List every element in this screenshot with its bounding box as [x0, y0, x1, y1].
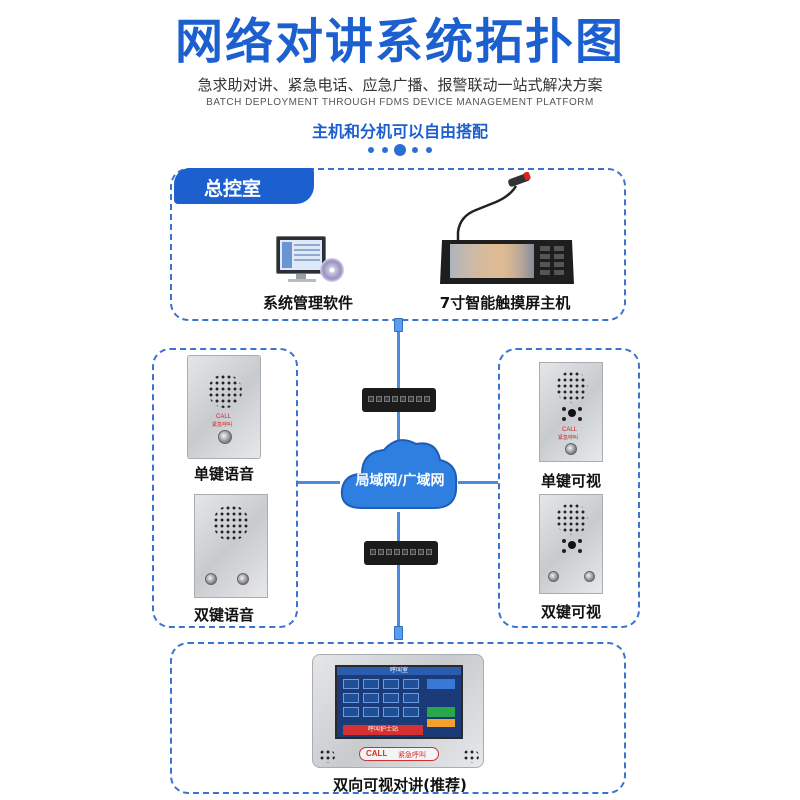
screen-tile[interactable] — [343, 679, 359, 689]
two-way-video-intercom-terminal: 呼叫室 呼叫护士站 CALL 紧急呼叫 — [312, 654, 484, 768]
call-text-cn: 紧急呼叫 — [558, 435, 579, 441]
page-subtitle: 急求助对讲、紧急电话、应急广播、报警联动一站式解决方案 — [197, 76, 603, 94]
uplink-cable — [397, 320, 400, 392]
camera-icon — [568, 409, 576, 417]
nurse-call-button[interactable]: 呼叫护士站 — [343, 725, 423, 735]
single-key-video-label: 单键可视 — [540, 472, 601, 490]
double-key-video-label: 双键可视 — [540, 603, 601, 621]
double-key-voice-terminal — [194, 494, 268, 598]
call-button-left[interactable] — [548, 571, 559, 582]
double-key-voice-label: 双键语音 — [193, 606, 254, 624]
call-text: CALL — [562, 427, 578, 433]
downlink-cable — [397, 565, 400, 640]
cloud-to-left-cable — [298, 481, 340, 484]
bottom-terminal-panel — [170, 642, 626, 794]
network-switch-top — [362, 388, 436, 412]
double-key-video-terminal — [539, 494, 603, 594]
network-switch-bottom — [364, 541, 438, 565]
network-cloud-label: 局域网/广域网 — [355, 473, 445, 489]
call-button-right[interactable] — [237, 573, 249, 585]
single-key-video-terminal: CALL 紧急呼叫 — [539, 362, 603, 462]
screen-tile[interactable] — [363, 693, 379, 703]
screen-tile[interactable] — [383, 693, 399, 703]
cloud-to-right-cable — [458, 481, 498, 484]
call-text-cn: 紧急呼叫 — [398, 751, 426, 759]
call-text-cn: 紧急呼叫 — [212, 422, 233, 428]
call-button[interactable] — [565, 443, 577, 455]
management-software-icon — [268, 232, 348, 292]
call-text: CALL — [366, 749, 388, 758]
screen-tile[interactable] — [403, 679, 419, 689]
screen-tile[interactable] — [343, 693, 359, 703]
control-room-tag: 总控室 — [174, 168, 314, 204]
screen-tile[interactable] — [403, 693, 419, 703]
call-emergency-button[interactable]: CALL 紧急呼叫 — [359, 747, 439, 761]
cloud-to-switch-cable — [397, 512, 400, 542]
switch-to-cloud-cable — [397, 410, 400, 440]
side-panel-green[interactable] — [427, 707, 455, 717]
page-subtitle-english: BATCH DEPLOYMENT THROUGH FDMS DEVICE MAN… — [206, 97, 594, 108]
rj45-connector-icon — [394, 318, 403, 332]
camera-icon — [568, 541, 576, 549]
side-panel-blue[interactable] — [427, 679, 455, 689]
right-terminal-panel — [498, 348, 640, 628]
call-button-right[interactable] — [584, 571, 595, 582]
page-title: 网络对讲系统拓扑图 — [174, 14, 625, 70]
two-way-video-intercom-label: 双向可视对讲(推荐) — [333, 776, 467, 794]
network-cloud-icon — [336, 430, 462, 522]
host-label: 7寸智能触摸屏主机 — [439, 294, 571, 312]
software-label: 系统管理软件 — [262, 294, 353, 312]
call-text: CALL — [216, 414, 232, 420]
screen-tile[interactable] — [403, 707, 419, 717]
call-button-left[interactable] — [205, 573, 217, 585]
call-button[interactable] — [218, 430, 232, 444]
screen-tile[interactable] — [383, 707, 399, 717]
touchscreen-host-device — [436, 171, 578, 290]
screen-tile[interactable] — [363, 679, 379, 689]
screen-tile[interactable] — [383, 679, 399, 689]
rj45-connector-icon — [394, 626, 403, 640]
single-key-voice-terminal: CALL 紧急呼叫 — [187, 355, 261, 459]
screen-tile[interactable] — [363, 707, 379, 717]
screen-tile[interactable] — [343, 707, 359, 717]
side-panel-orange[interactable] — [427, 719, 455, 727]
single-key-voice-label: 单键语音 — [193, 465, 254, 483]
tagline: 主机和分机可以自由搭配 — [311, 122, 488, 141]
screen-header: 呼叫室 — [337, 667, 461, 675]
left-terminal-panel — [152, 348, 298, 628]
decorative-dots — [366, 143, 436, 157]
